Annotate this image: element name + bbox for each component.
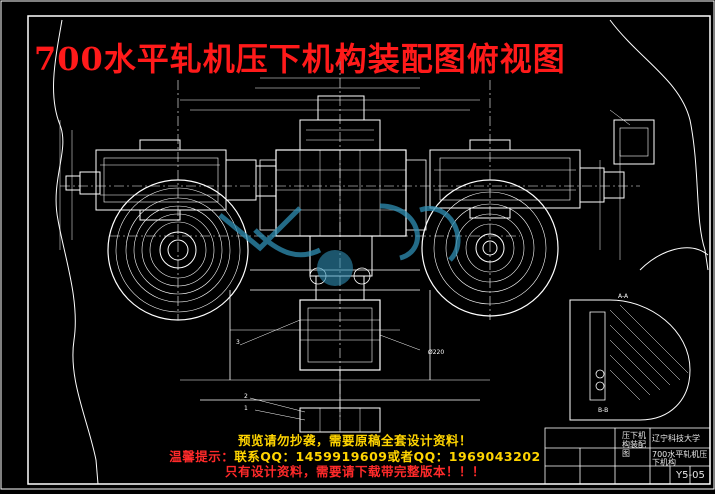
drawing-number: Y5-05 [676, 470, 705, 481]
section-detail [569, 299, 691, 421]
section-label-bb: B-B [598, 407, 608, 414]
title-block-school: 辽宁科技大学 [652, 434, 700, 443]
centerlines [60, 60, 640, 430]
title-block [544, 427, 711, 485]
watermark-tip-label: 温馨提示： [169, 449, 235, 464]
part-labels: 3 2 1 A-A B-B Ø220 [236, 293, 629, 414]
watermark-line-2: 温馨提示：联系QQ：1459919609或者QQ：1969043202 [160, 446, 550, 465]
part-label-2: 2 [244, 393, 248, 400]
watermark-line-3: 只有设计资料，需要请下载带完整版本！！！ [224, 464, 485, 479]
dimension-lines [59, 77, 621, 381]
section-label-aa: A-A [618, 293, 629, 300]
break-line-right [609, 19, 709, 271]
left-worm-wheel [107, 179, 249, 321]
title-block-product: 700水平轧机压下机构 [652, 450, 708, 467]
dim-label: Ø220 [428, 349, 444, 356]
leader-lines [239, 109, 631, 421]
watermark-logo [218, 203, 461, 286]
break-line-left [53, 19, 99, 485]
part-label-3: 3 [236, 339, 240, 346]
part-label-1: 1 [244, 405, 248, 412]
right-worm-wheel [421, 179, 559, 317]
title-block-name: 压下机构装配图 [622, 431, 646, 458]
watermark-line-1: 预览请勿抄袭，需要原稿全套设计资料！ [237, 433, 472, 448]
drawing-title: 700水平轧机压下机构装配图俯视图 [34, 40, 566, 78]
right-gearbox [429, 119, 655, 219]
watermark-contact: 联系QQ：1459919609或者QQ：1969043202 [234, 449, 541, 464]
central-assembly [259, 95, 427, 277]
inner-frame [27, 15, 711, 485]
